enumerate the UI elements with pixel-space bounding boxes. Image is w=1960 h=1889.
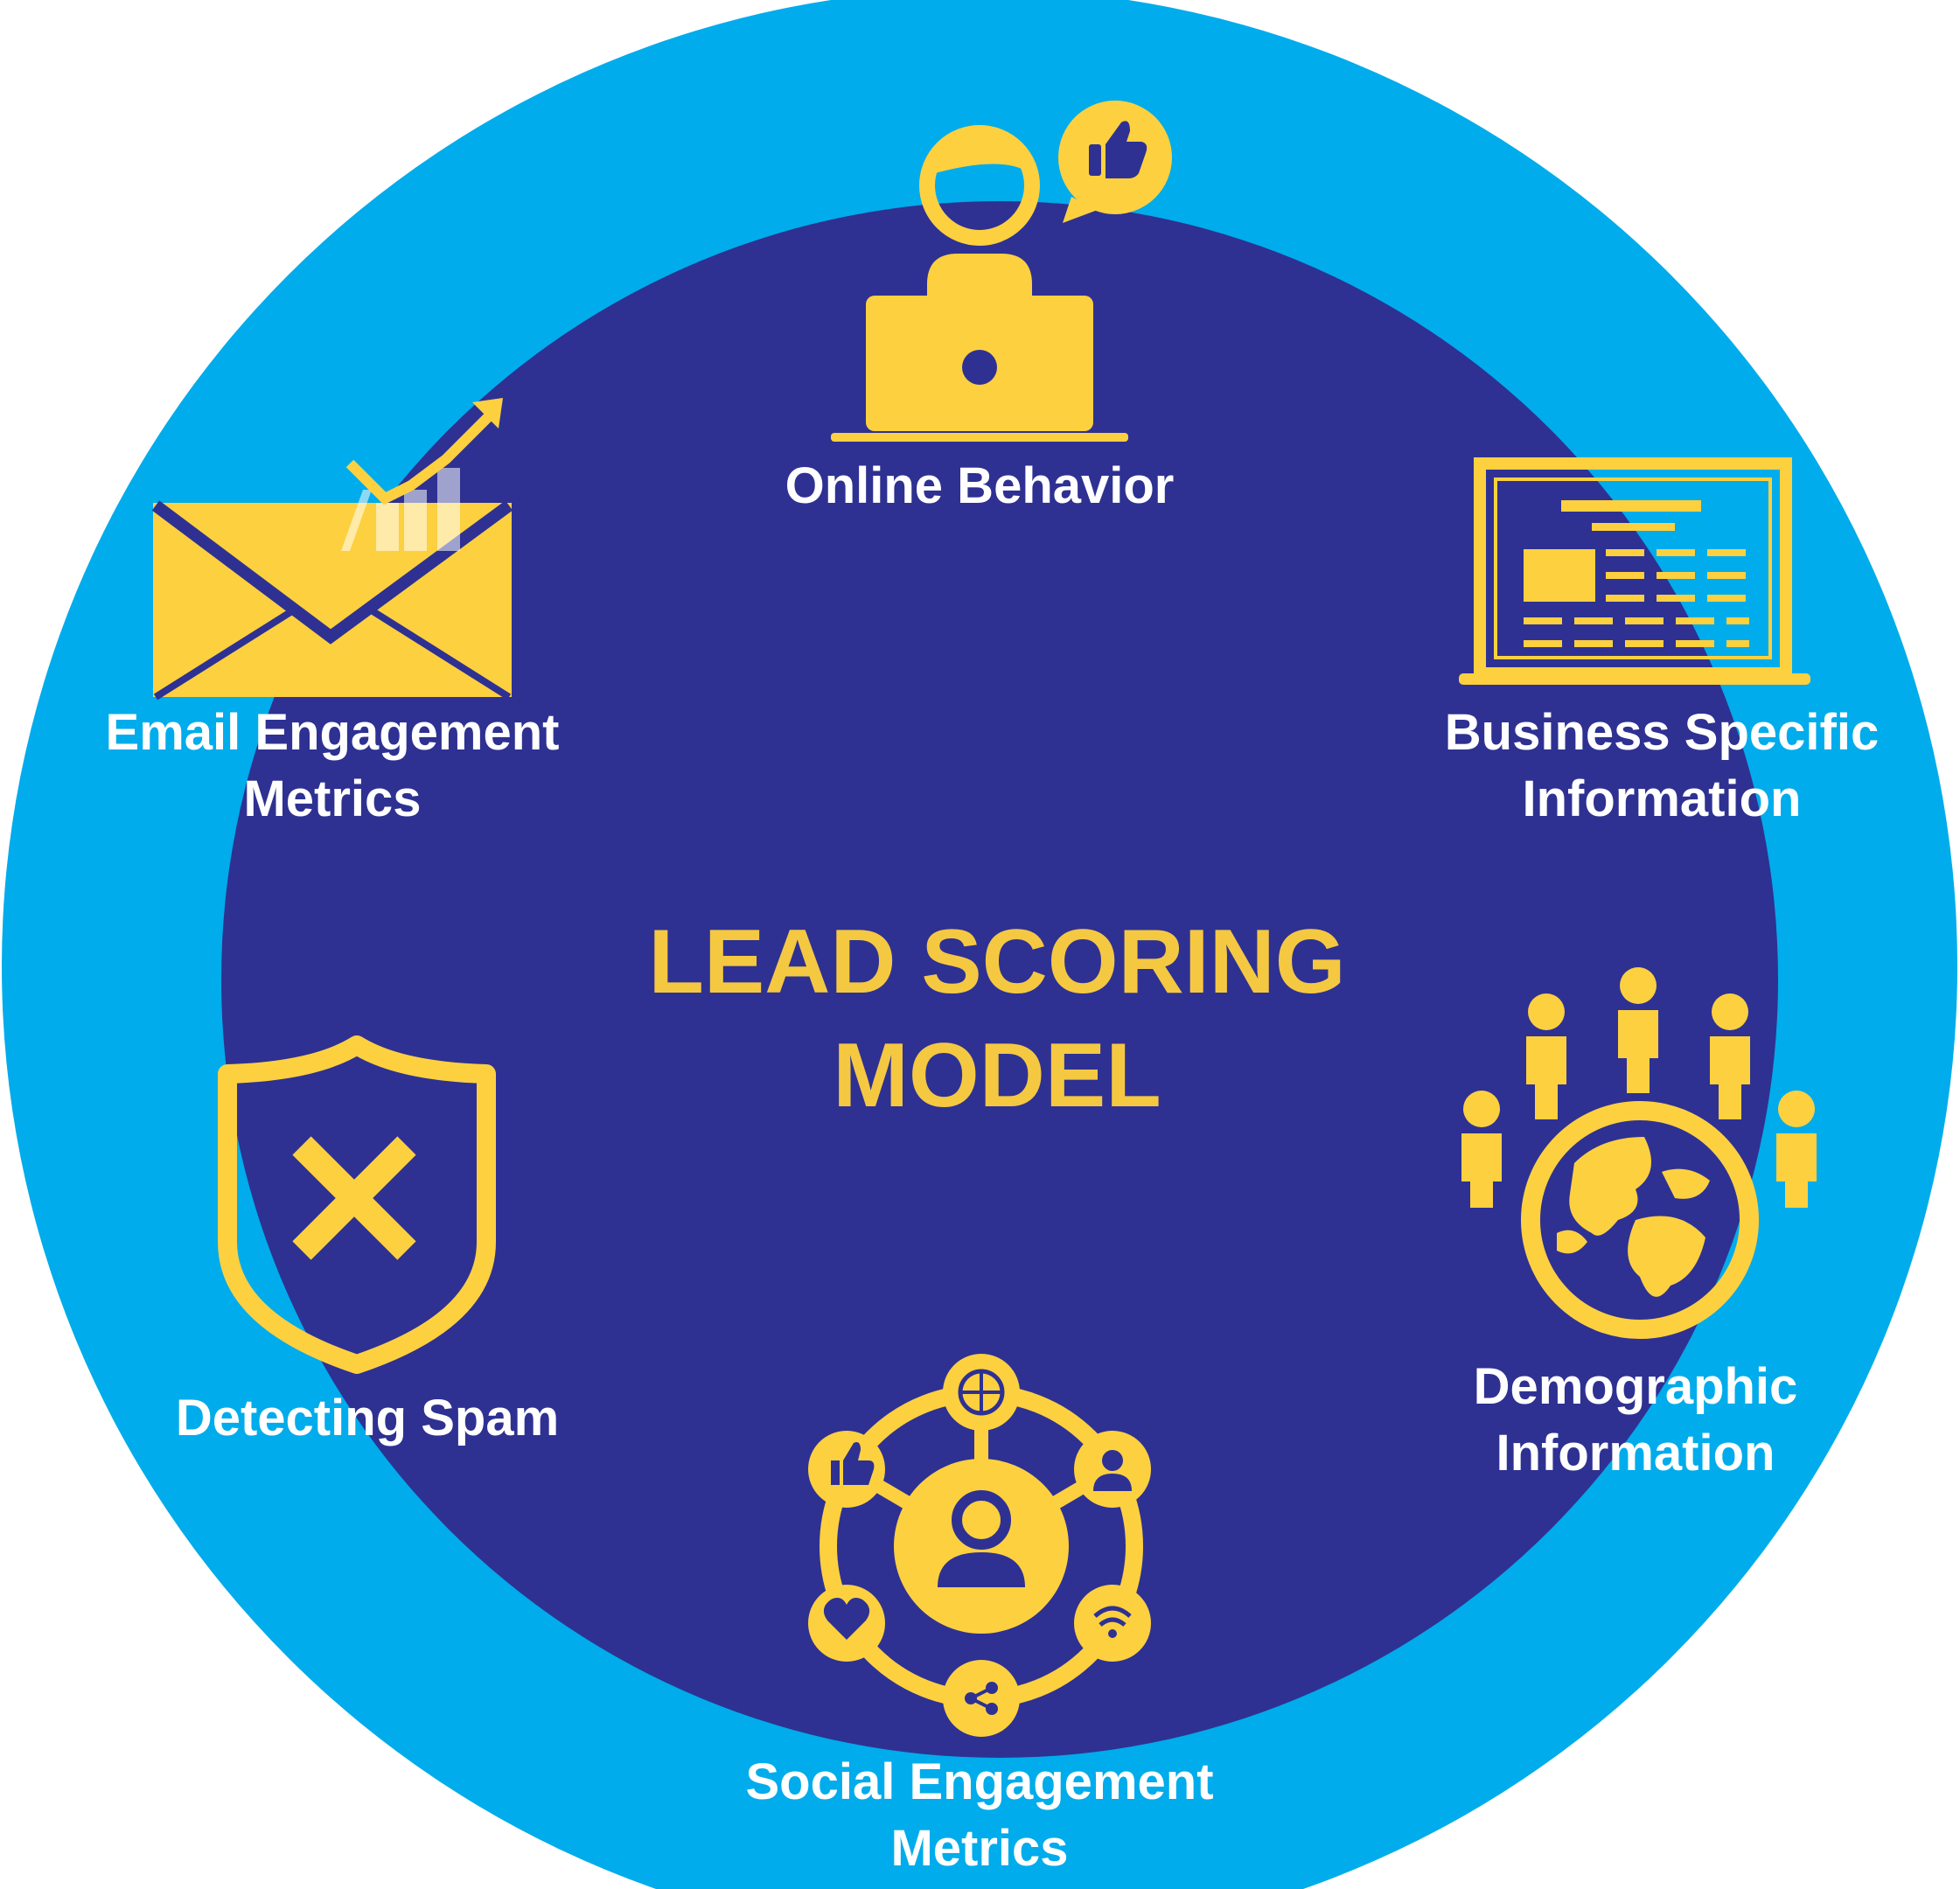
business-info-line1: Business Specific (1444, 704, 1880, 761)
center-title-line2: MODEL (833, 1025, 1161, 1126)
online-behavior-label: Online Behavior (770, 453, 1189, 519)
social-line1: Social Engagement (745, 1753, 1214, 1810)
spam-text: Detecting Spam (175, 1390, 560, 1446)
online-behavior-text: Online Behavior (785, 457, 1175, 514)
email-label: Email Engagement Metrics (87, 700, 577, 833)
email-line1: Email Engagement (105, 704, 560, 761)
shield-x-icon (218, 1035, 496, 1374)
social-network-icon (808, 1354, 1151, 1737)
business-info-line2: Information (1522, 770, 1802, 827)
demographic-label: Demographic Information (1426, 1354, 1845, 1487)
inner-disc (221, 201, 1778, 1758)
social-label: Social Engagement Metrics (726, 1749, 1233, 1882)
envelope-growth-icon (151, 398, 513, 701)
center-title-line1: LEAD SCORING (648, 911, 1346, 1013)
demographic-line1: Demographic (1473, 1358, 1798, 1415)
globe-people-icon (1461, 967, 1817, 1339)
social-line2: Metrics (890, 1820, 1069, 1877)
demographic-line2: Information (1496, 1425, 1775, 1481)
business-info-label: Business Specific Information (1426, 700, 1898, 833)
spam-label: Detecting Spam (157, 1385, 577, 1452)
center-title: LEAD SCORING MODEL (542, 905, 1452, 1133)
user-laptop-like-icon (831, 101, 1172, 442)
email-line2: Metrics (243, 770, 422, 827)
laptop-document-icon (1459, 457, 1810, 685)
